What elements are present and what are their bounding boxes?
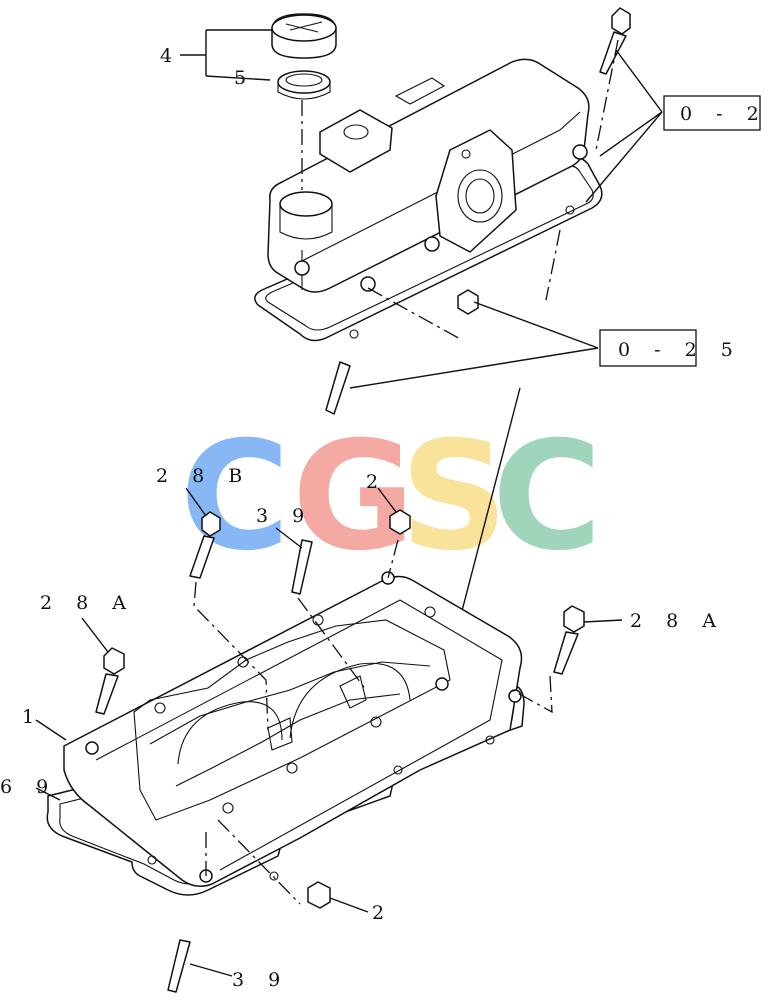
intake-flange (435, 129, 517, 253)
watermark-letter-s: S (400, 410, 508, 584)
label-part-69: 6 9 (0, 776, 57, 798)
label-reference-top: 0 - 2 5 (680, 103, 772, 125)
lower-assembly (46, 571, 525, 896)
label-part-39-top: 3 9 (256, 505, 313, 527)
stud-39-bottom (167, 939, 191, 993)
label-part-39-bottom: 3 9 (232, 969, 289, 991)
bolt-28a-left (95, 647, 125, 715)
upper-stud (325, 361, 351, 415)
nut-2-top (389, 509, 411, 535)
label-part-28b: 2 8 B (156, 465, 251, 487)
label-reference-mid: 0 - 2 5 (618, 339, 742, 361)
bolt-28a-right (553, 605, 585, 675)
watermark: C G S C (180, 410, 602, 584)
watermark-letter-g: G (292, 410, 415, 584)
oil-filler-neck (279, 191, 333, 217)
label-part-4: 4 (160, 45, 181, 67)
label-part-28a-right: 2 8 A (630, 610, 725, 632)
label-part-1: 1 (22, 706, 43, 728)
watermark-letter-c2: C (492, 410, 602, 584)
upper-bolt (599, 7, 631, 75)
lower-valve-cover (63, 575, 523, 887)
reference-box-top (663, 95, 761, 131)
bolt-28b (189, 511, 221, 579)
filler-cap-part-4 (271, 13, 337, 59)
label-part-2-top: 2 (366, 471, 387, 493)
filler-seal-part-5 (277, 70, 331, 100)
stud-39-top (291, 539, 313, 595)
reference-box-mid (599, 329, 697, 367)
upper-assembly (254, 58, 603, 342)
label-part-2-bottom: 2 (372, 902, 393, 924)
upper-nut (457, 289, 479, 315)
label-part-28a-left: 2 8 A (40, 592, 135, 614)
nut-2-bottom (307, 881, 331, 909)
label-part-5: 5 (234, 67, 255, 89)
breather-pad (319, 109, 393, 173)
